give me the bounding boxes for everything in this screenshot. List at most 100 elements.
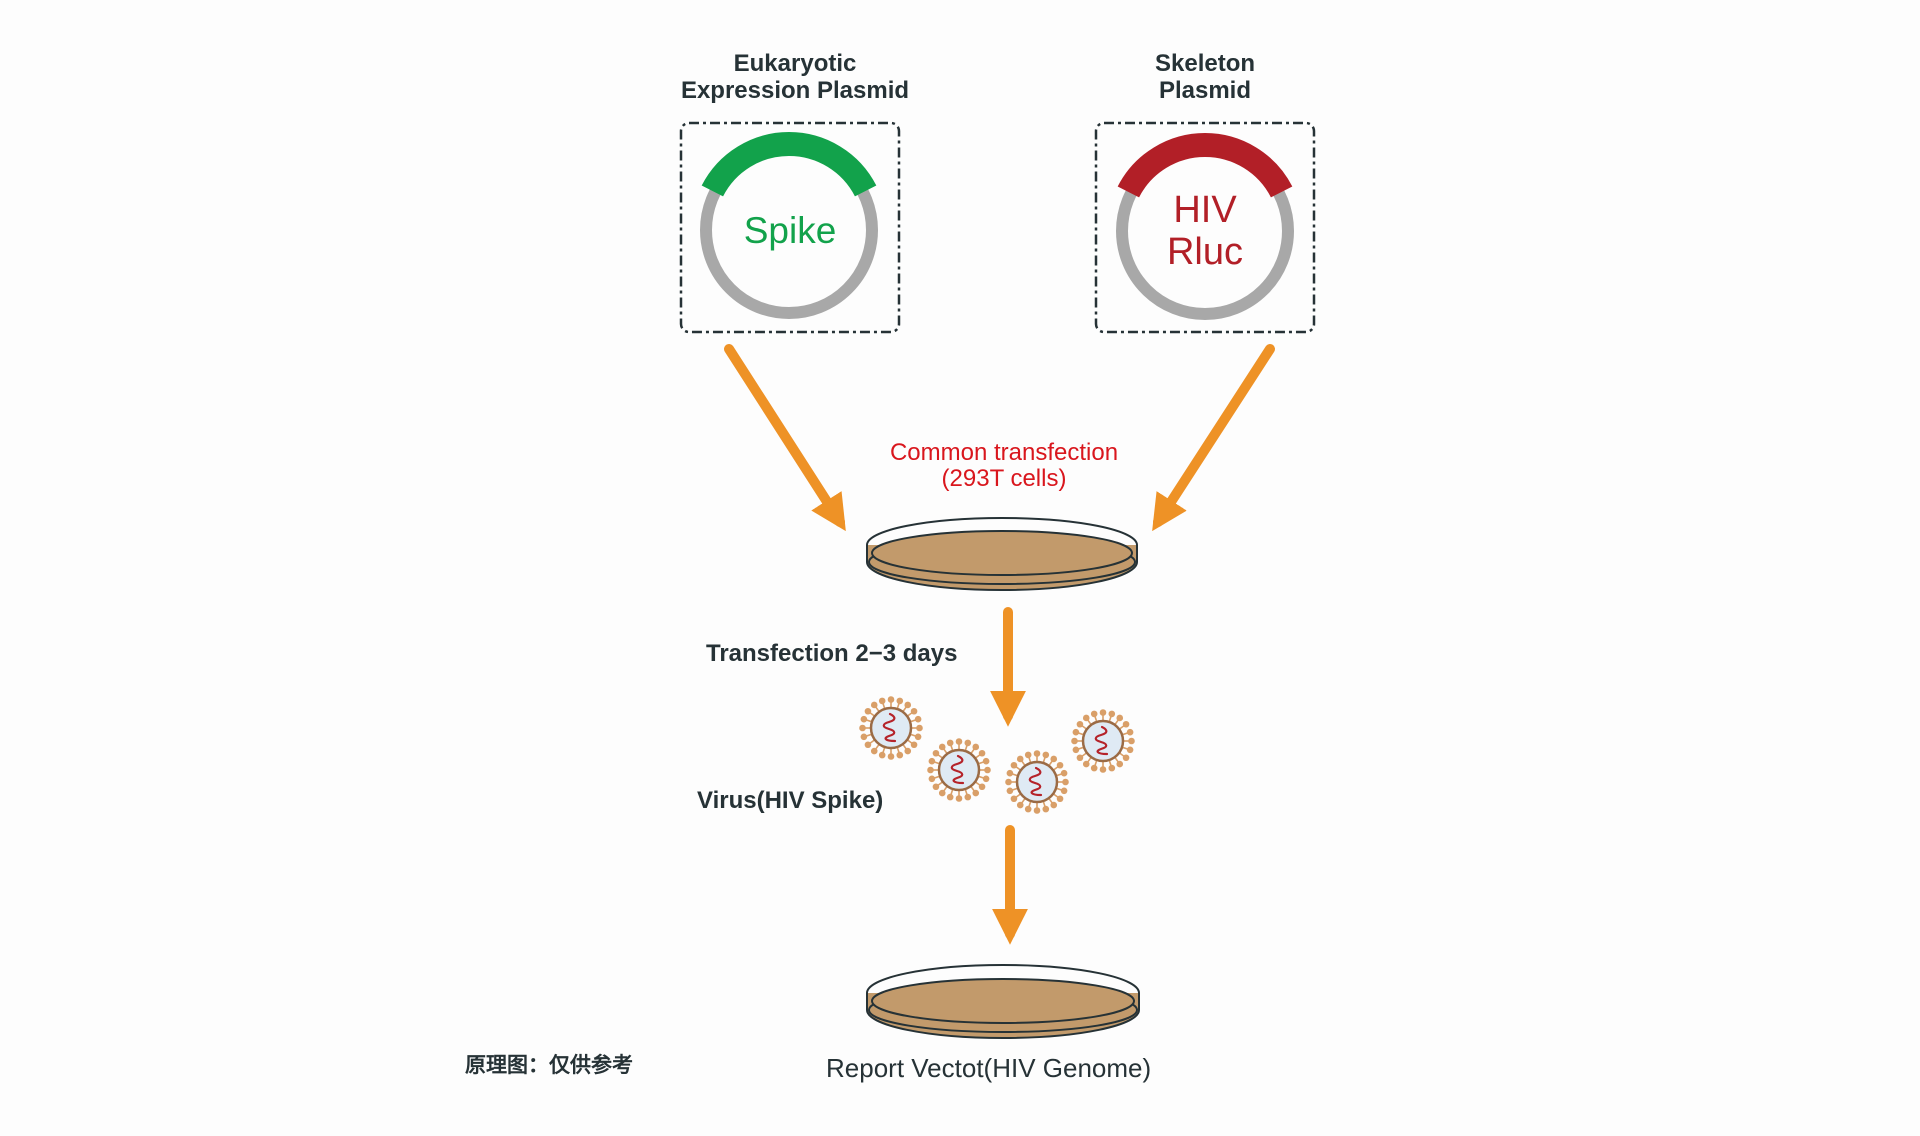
virus-spike-bulb — [1071, 737, 1078, 745]
virus-spike-bulb — [1072, 746, 1080, 754]
transfection-label-line: Common transfection — [889, 439, 1119, 466]
virus-spike-bulb — [1050, 755, 1058, 763]
virus-spike-bulb — [1005, 778, 1012, 786]
virus-spike-bulb — [1033, 750, 1041, 757]
virus-spike-bulb — [932, 783, 940, 791]
virus-spike-bulb — [1076, 720, 1084, 728]
virus-spike-bulb — [860, 733, 868, 741]
virus-spike-bulb — [859, 724, 866, 732]
transfection-duration-label: Transfection 2−3 days — [706, 640, 958, 667]
virus-spike-bulb — [1090, 764, 1098, 772]
plasmid-title-eukaryotic: Eukaryotic Expression Plasmid — [660, 50, 930, 104]
virus-spike-bulb — [1006, 769, 1014, 777]
virus-spike-bulb — [910, 707, 918, 715]
virus-spike-bulb — [1006, 787, 1014, 795]
virus-spike-bulb — [1056, 795, 1064, 803]
plasmid-title-line: Expression Plasmid — [680, 77, 910, 104]
schematic-disclaimer-note: 原理图：仅供参考 — [465, 1053, 633, 1077]
virus-spike-bulb — [1042, 805, 1050, 813]
virus-spike-bulb — [904, 701, 912, 709]
virus-spike-bulb — [938, 743, 946, 751]
virus-spike-bulb — [1042, 751, 1050, 759]
virus-spike-bulb — [946, 739, 954, 747]
virus-spike-bulb — [1062, 778, 1069, 786]
virus-spike-bulb — [916, 724, 923, 732]
virus-rna-genome — [1028, 766, 1043, 797]
plasmid-title-line: Skeleton — [1154, 50, 1256, 77]
virus-spike-bulb — [864, 741, 872, 749]
insert-label-spike: Spike — [743, 210, 837, 251]
plasmid-title-line: Eukaryotic — [733, 50, 857, 77]
virus-spike-bulb — [946, 793, 954, 801]
virus-envelope — [937, 748, 981, 792]
virus-spike-bulb — [1076, 754, 1084, 762]
plasmid-ring-skeleton — [1116, 133, 1294, 320]
virus-spike-bulb — [896, 697, 904, 705]
virus-spike-bulb — [982, 775, 990, 783]
insert-label-hiv-rluc: HIV Rluc — [1105, 189, 1305, 273]
virus-spike-bulb — [1072, 728, 1080, 736]
virus-spike-bulb — [964, 793, 972, 801]
virus-spike-bulb — [870, 747, 878, 755]
virus-envelope — [869, 706, 913, 750]
virus-spike-bulb — [1126, 746, 1134, 754]
virus-particles — [859, 696, 1135, 814]
virus-spike-bulb — [864, 707, 872, 715]
virus-spike-bulb — [1024, 805, 1032, 813]
insert-label-line: HIV — [1173, 189, 1237, 231]
virus-spike-bulb — [932, 749, 940, 757]
virus-spike-bulb — [984, 766, 991, 774]
culture-dish-report — [866, 964, 1140, 1039]
plasmid-title-line: Plasmid — [1158, 77, 1252, 104]
virus-spike-bulb — [955, 795, 963, 802]
virus-spike-bulb — [910, 741, 918, 749]
virus-spike-bulb — [1016, 755, 1024, 763]
virus-spike-bulb — [927, 766, 934, 774]
virus-label: Virus(HIV Spike) — [697, 787, 884, 814]
virus-rna-genome — [950, 754, 965, 785]
virus-spike-bulb — [1122, 720, 1130, 728]
virus-spike-bulb — [1099, 766, 1107, 773]
virus-spike-bulb — [1090, 710, 1098, 718]
plasmid-title-skeleton: Skeleton Plasmid — [1070, 50, 1340, 104]
virus-spike-bulb — [1108, 764, 1116, 772]
virus-spike-bulb — [928, 775, 936, 783]
virus-spike-bulb — [972, 789, 980, 797]
transfection-label: Common transfection (293T cells) — [854, 440, 1154, 492]
report-vector-label: Report Vectot(HIV Genome) — [826, 1053, 1152, 1083]
hiv-rluc-insert-arc — [1117, 133, 1293, 198]
virus-spike-bulb — [982, 757, 990, 765]
plasmid-ring-eukaryotic — [700, 132, 878, 319]
virus-spike-bulb — [1116, 760, 1124, 768]
virus-spike-bulb — [914, 715, 922, 723]
virus-rna-genome — [1094, 725, 1109, 756]
virus-particle — [927, 738, 991, 802]
virus-particle — [1071, 709, 1135, 773]
virus-spike-bulb — [1060, 769, 1068, 777]
virus-spike-bulb — [870, 701, 878, 709]
virus-spike-bulb — [1108, 710, 1116, 718]
virus-spike-bulb — [887, 753, 895, 760]
virus-spike-bulb — [1033, 807, 1041, 814]
culture-dish-transfection — [866, 517, 1138, 591]
spike-insert-arc — [701, 132, 877, 197]
virus-spike-bulb — [1126, 728, 1134, 736]
virus-spike-bulb — [1050, 801, 1058, 809]
virus-spike-bulb — [978, 783, 986, 791]
virus-spike-bulb — [860, 715, 868, 723]
virus-particle — [859, 696, 923, 760]
virus-particle — [1005, 750, 1069, 814]
virus-spike-bulb — [1082, 714, 1090, 722]
virus-spike-bulb — [1056, 761, 1064, 769]
virus-spike-bulb — [1010, 761, 1018, 769]
virus-spike-bulb — [896, 751, 904, 759]
virus-spike-bulb — [914, 733, 922, 741]
virus-spike-bulb — [887, 696, 895, 703]
virus-spike-bulb — [978, 749, 986, 757]
virus-spike-bulb — [904, 747, 912, 755]
plasmid-box-skeleton — [1094, 121, 1316, 334]
insert-label-line: Rluc — [1166, 231, 1244, 273]
transfection-label-line: (293T cells) — [941, 465, 1067, 492]
